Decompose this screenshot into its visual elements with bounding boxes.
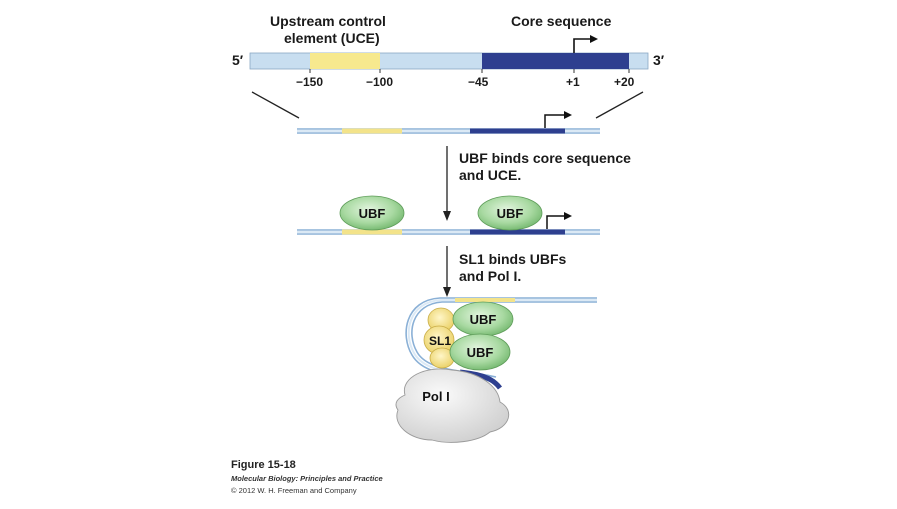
uce-label-line1: Upstream control — [270, 13, 386, 29]
step-arrow-1 — [443, 146, 451, 221]
ubf-protein-lower: UBF — [449, 333, 511, 371]
tick-label-45: −45 — [468, 75, 489, 89]
five-prime-label: 5′ — [232, 52, 244, 68]
uce-label: Upstream control element (UCE) — [270, 13, 386, 47]
step1-line2: and UCE. — [459, 167, 522, 183]
core-label: Core sequence — [511, 13, 612, 29]
step1-label: UBF binds core sequence and UCE. — [459, 150, 631, 184]
sl1-protein: SL1 — [423, 307, 455, 369]
uce-segment — [342, 128, 402, 134]
core-region — [482, 53, 629, 69]
tick-label-plus20: +20 — [614, 75, 635, 89]
ubf-label: UBF — [467, 345, 494, 360]
tss-arrow-icon — [573, 38, 592, 53]
zoom-line-left — [251, 91, 300, 119]
step1-line1: UBF binds core sequence — [459, 150, 631, 166]
step-arrow-2 — [443, 246, 451, 297]
dna-strand-1 — [297, 111, 600, 134]
ubf-protein-core: UBF — [477, 195, 543, 231]
book-title: Molecular Biology: Principles and Practi… — [231, 474, 383, 483]
ubf-label: UBF — [359, 206, 386, 221]
tick-label-100: −100 — [366, 75, 394, 89]
three-prime-label: 3′ — [653, 52, 665, 68]
core-segment — [470, 128, 565, 134]
uce-segment — [342, 229, 402, 235]
sl1-label: SL1 — [429, 334, 451, 348]
tss-arrow-icon — [546, 215, 566, 229]
tss-arrow-icon — [544, 114, 566, 128]
promoter-map — [249, 35, 649, 119]
uce-region — [310, 53, 380, 69]
ubf-protein-uce: UBF — [339, 195, 405, 231]
uce-label-line2: element (UCE) — [284, 30, 380, 46]
figure-number: Figure 15-18 — [231, 459, 296, 471]
zoom-line-right — [595, 91, 644, 119]
ubf-label: UBF — [497, 206, 524, 221]
tick-label-plus1: +1 — [566, 75, 580, 89]
pol1-label: Pol I — [422, 389, 449, 404]
ubf-protein-upper: UBF — [452, 301, 514, 337]
pol1-complex: Pol I — [395, 368, 510, 443]
dna-strand-2 — [297, 212, 600, 235]
tick-label-150: −150 — [296, 75, 324, 89]
step2-line1: SL1 binds UBFs — [459, 251, 567, 267]
step2-line2: and Pol I. — [459, 268, 522, 284]
ubf-label: UBF — [470, 312, 497, 327]
step2-label: SL1 binds UBFs and Pol I. — [459, 251, 566, 285]
copyright: © 2012 W. H. Freeman and Company — [231, 486, 357, 495]
core-segment — [470, 229, 565, 235]
